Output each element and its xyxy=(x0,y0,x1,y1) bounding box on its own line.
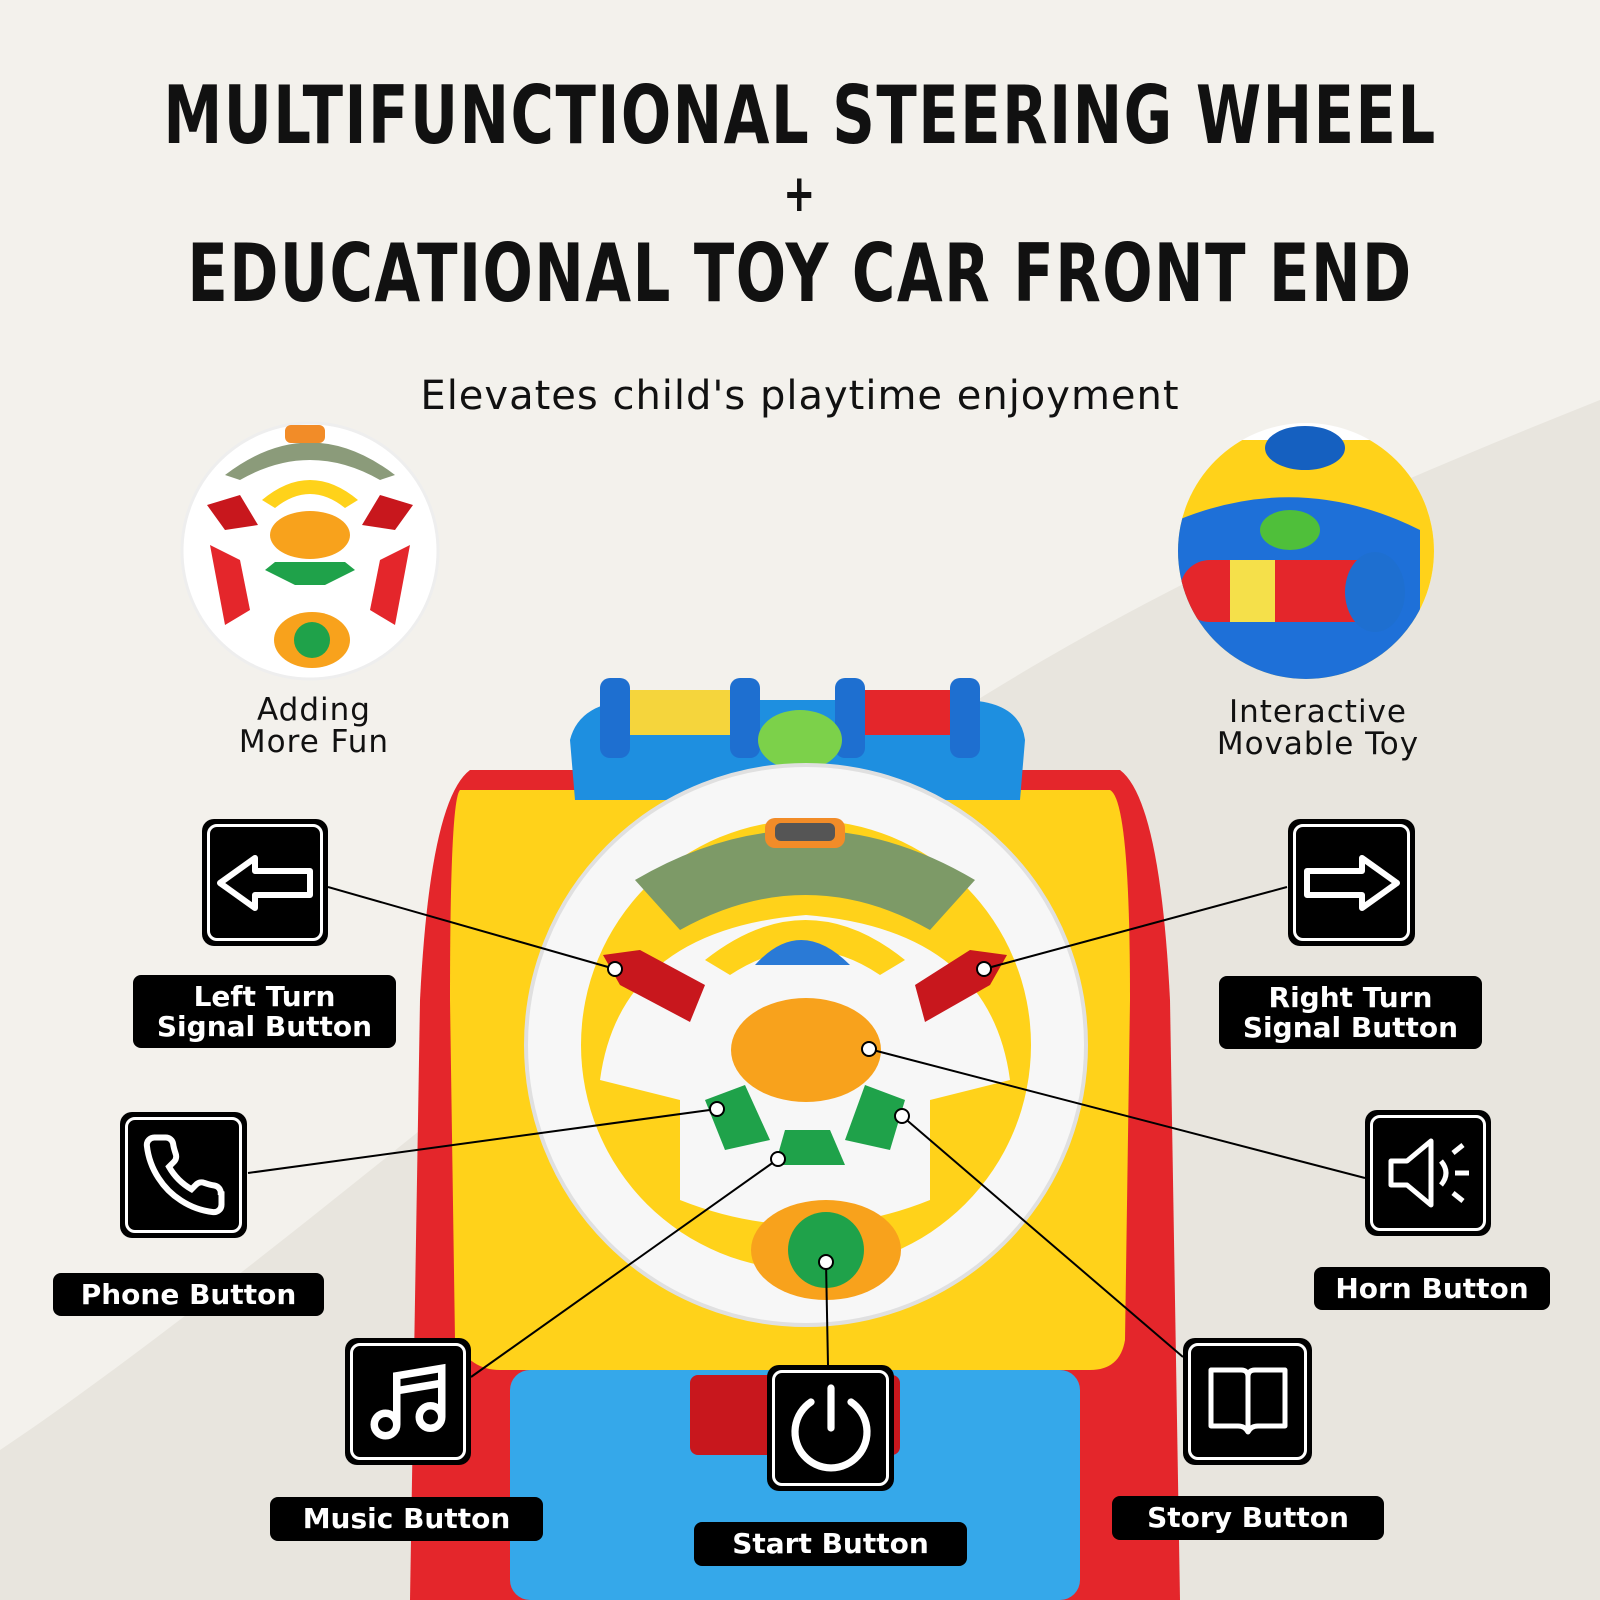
phone-icon xyxy=(143,1134,225,1216)
inset-steering-wheel xyxy=(180,421,440,681)
music-icon-box xyxy=(345,1338,471,1465)
label-phone-button: Phone Button xyxy=(53,1273,324,1316)
start-icon-box xyxy=(767,1365,894,1491)
inset-movable-toy xyxy=(1178,423,1434,679)
label-text: Signal Button xyxy=(1242,1010,1459,1044)
label-start-button: Start Button xyxy=(694,1522,967,1566)
label-horn-button: Horn Button xyxy=(1314,1267,1550,1310)
horn-icon-box xyxy=(1365,1110,1491,1236)
caption-line: Adding xyxy=(257,692,371,728)
right-turn-icon-box xyxy=(1288,819,1415,946)
phone-icon-box xyxy=(120,1112,247,1238)
feature-caption-adding-more-fun: Adding More Fun xyxy=(239,694,389,758)
label-text: Left Turn xyxy=(193,979,336,1013)
title-line-1: MULTIFUNCTIONAL STEERING WHEEL xyxy=(163,69,1437,162)
story-icon-box xyxy=(1183,1338,1312,1465)
power-icon xyxy=(790,1384,871,1472)
arrow-left-icon xyxy=(217,854,313,911)
music-note-icon xyxy=(370,1363,446,1439)
book-icon xyxy=(1208,1367,1287,1434)
left-turn-icon-box xyxy=(202,819,328,946)
caption-line: More Fun xyxy=(238,724,390,760)
arrow-right-icon xyxy=(1303,854,1400,911)
steering-wheel xyxy=(524,763,1088,1327)
label-story-button: Story Button xyxy=(1112,1496,1384,1540)
feature-caption-interactive-toy: Interactive Movable Toy xyxy=(1217,696,1419,760)
title-line-2: EDUCATIONAL TOY CAR FRONT END xyxy=(187,227,1413,320)
caption-line: Interactive xyxy=(1228,694,1407,730)
label-text: Signal Button xyxy=(156,1009,373,1043)
title-plus: + xyxy=(783,164,817,224)
label-music-button: Music Button xyxy=(270,1497,543,1541)
subtitle: Elevates child's playtime enjoyment xyxy=(420,373,1180,419)
speaker-icon xyxy=(1388,1138,1469,1208)
label-text: Right Turn xyxy=(1268,980,1433,1014)
caption-line: Movable Toy xyxy=(1216,726,1420,762)
